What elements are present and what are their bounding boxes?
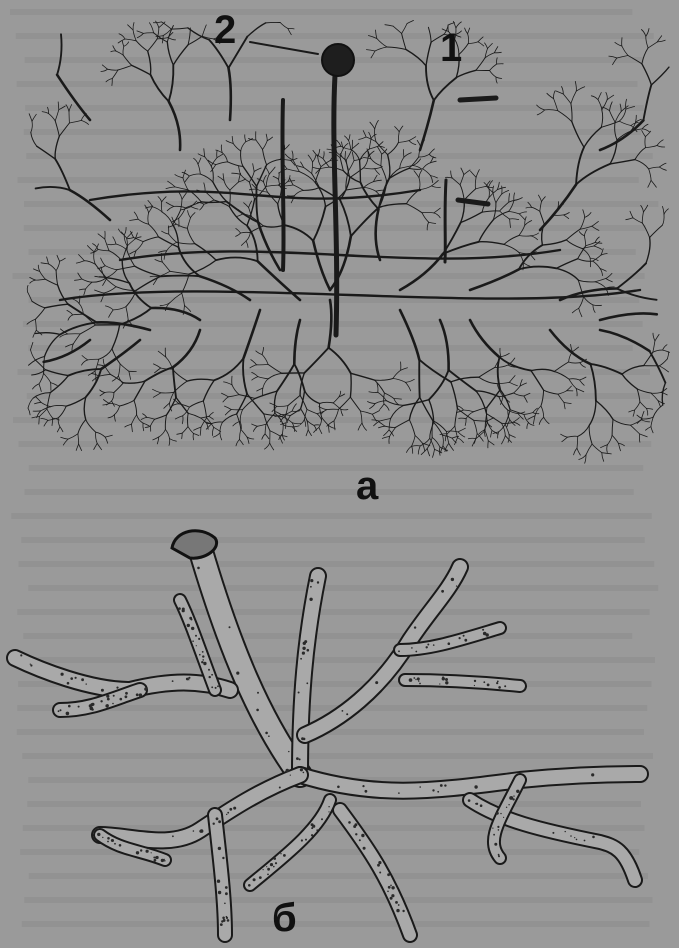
part-b-label: б bbox=[272, 898, 297, 938]
vertical-hypha-right bbox=[445, 180, 446, 262]
part-a-label: а bbox=[356, 466, 378, 506]
vertical-hypha-center bbox=[334, 75, 337, 335]
vertical-hypha-left bbox=[282, 100, 283, 270]
short-hypha-right-top bbox=[460, 98, 496, 100]
spore-sphere-icon bbox=[322, 44, 354, 76]
callout-number-1: 1 bbox=[440, 28, 462, 68]
callout-number-2: 2 bbox=[214, 10, 236, 50]
callout-line-2 bbox=[250, 42, 318, 54]
